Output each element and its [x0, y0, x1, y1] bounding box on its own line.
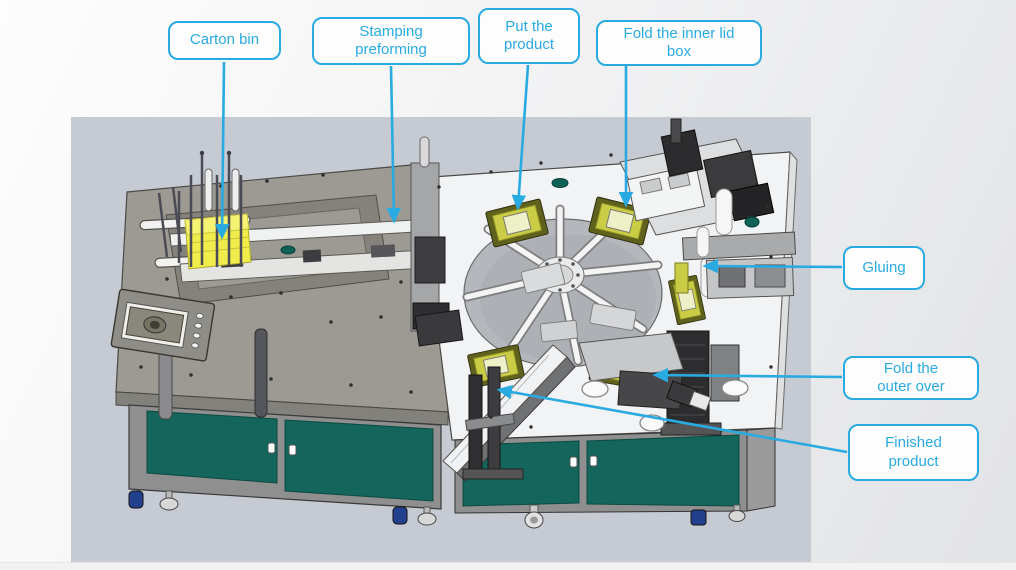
label-text: Put the	[505, 17, 553, 35]
tray-put-product	[485, 198, 549, 248]
bolt-dots	[139, 173, 413, 394]
left-cabinet	[128, 404, 442, 510]
cabinet-door	[146, 410, 278, 484]
label-text: Carton bin	[189, 31, 260, 49]
label-text: Fold the inner lid	[623, 24, 735, 42]
pneumatic-cylinder	[715, 188, 733, 236]
label-finished-product: Finished product	[848, 424, 979, 481]
label-put-the-product: Put the product	[478, 8, 580, 64]
label-text: Finished	[885, 434, 942, 452]
control-panel	[110, 288, 216, 362]
bottom-strip	[0, 562, 1016, 570]
disc-plates	[520, 262, 637, 343]
caster-wheel-blue	[392, 506, 408, 525]
label-fold-outer-over: Fold the outer over	[843, 356, 979, 400]
label-text: box	[666, 43, 692, 60]
right-casters	[524, 504, 746, 529]
rotary-spokes	[462, 204, 663, 366]
label-carton-bin: Carton bin	[168, 21, 281, 60]
machine-render	[71, 117, 811, 563]
table-hole-teal	[744, 216, 760, 228]
label-gluing: Gluing	[843, 246, 925, 290]
label-text: product	[888, 452, 939, 470]
right-machine	[410, 118, 798, 529]
label-text: preforming	[355, 41, 427, 58]
label-text: Gluing	[862, 258, 906, 276]
magazine-guide	[204, 168, 213, 212]
label-fold-inner-lid-box: Fold the inner lid box	[596, 20, 762, 66]
fold-inner-lid-station	[619, 118, 775, 298]
carton-magazine-rods	[157, 153, 243, 267]
door-handle	[569, 456, 578, 468]
cabinet-door	[586, 434, 740, 507]
rotary-table	[462, 204, 663, 368]
door-handle	[288, 444, 297, 456]
magazine-guide	[231, 168, 240, 212]
label-text: outer over	[877, 378, 945, 395]
caster-wheel-blue	[690, 509, 707, 526]
table-hole-teal	[280, 245, 296, 255]
panel-buttons	[191, 312, 204, 349]
table-hole-teal	[551, 178, 569, 188]
transfer-module	[410, 136, 464, 347]
label-text: Fold the	[883, 359, 939, 377]
door-handle	[267, 442, 276, 454]
leveling-foot	[159, 497, 179, 511]
door-handle	[589, 455, 598, 467]
leveling-foot	[728, 510, 746, 522]
left-table-edge	[115, 391, 449, 426]
left-casters	[128, 490, 437, 526]
leveling-foot	[417, 512, 437, 526]
support-pillar	[254, 328, 268, 418]
caster-wheel-blue	[128, 490, 144, 509]
label-text: Stamping	[359, 22, 423, 40]
label-text: product	[503, 36, 555, 53]
label-stamping-preforming: Stamping preforming	[312, 17, 470, 65]
cabinet-door	[284, 419, 434, 502]
left-machine	[110, 150, 529, 526]
